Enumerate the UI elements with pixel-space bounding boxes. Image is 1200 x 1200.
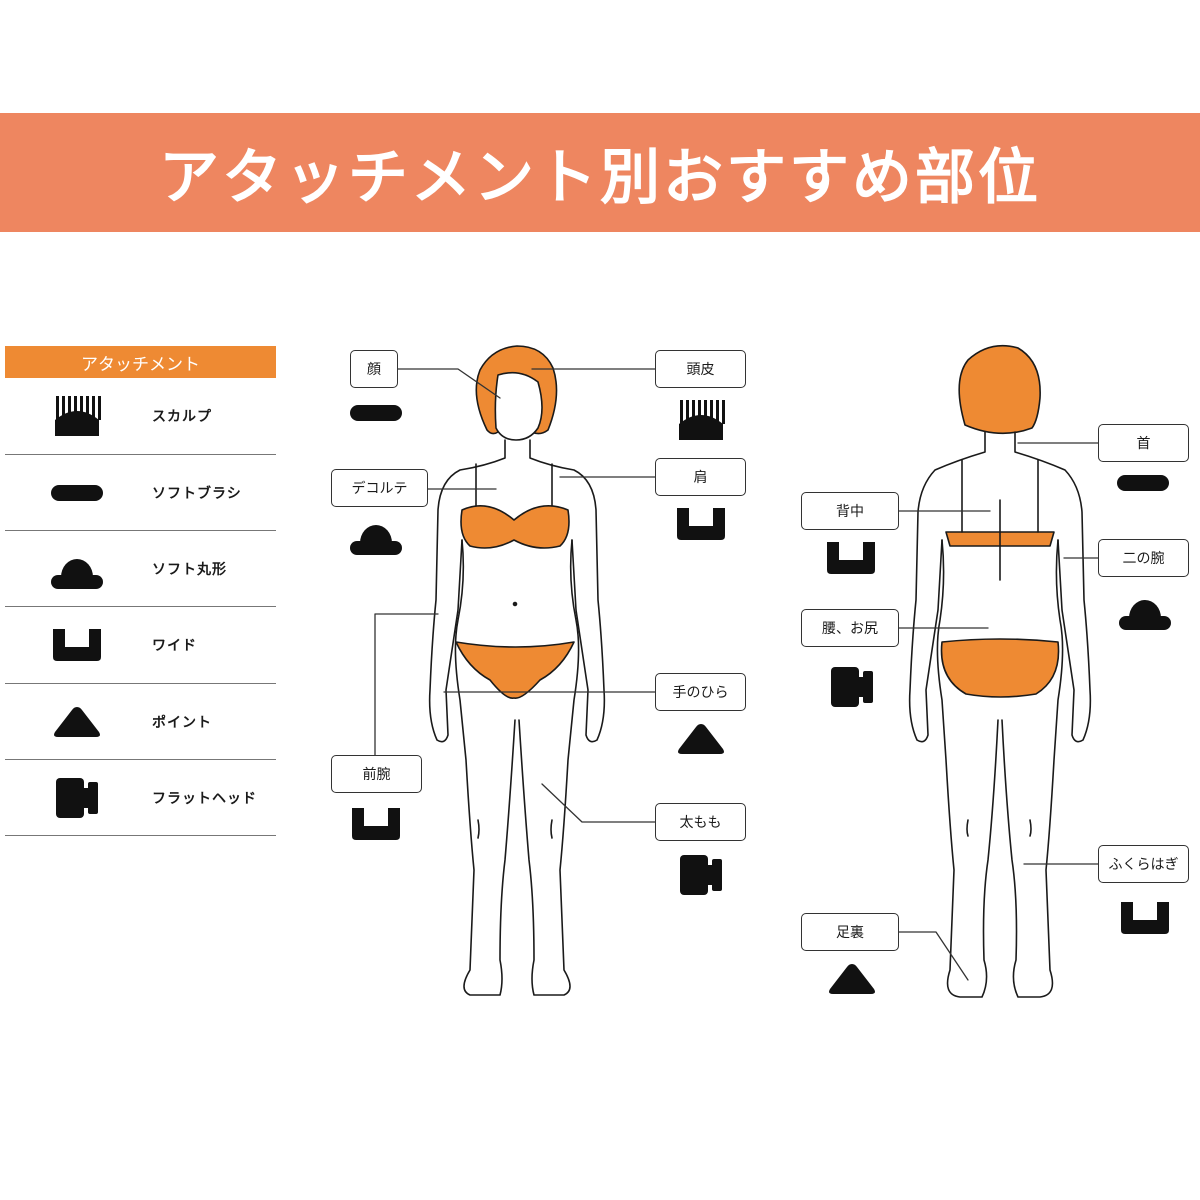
leader-lines [374,368,1099,981]
label-back: 背中 [801,492,899,530]
soft-round-icon [350,515,402,555]
label-waist-hip: 腰、お尻 [801,609,899,647]
soft-brush-icon [350,405,402,421]
label-upper-arm: 二の腕 [1098,539,1189,577]
label-thigh: 太もも [655,803,746,841]
label-calf: ふくらはぎ [1098,845,1189,883]
scalp-comb-icon [677,400,725,440]
legend-item-flat-head: フラットヘッド [5,760,276,836]
front-figure [428,345,606,996]
legend-label: スカルプ [152,409,212,425]
legend-item-soft-brush: ソフトブラシ [5,455,276,531]
attachment-legend: アタッチメント スカルプ ソフトブラシ ソフト丸形 ワイド ポイント フラットヘ… [5,346,276,836]
label-neck: 首 [1098,424,1189,462]
legend-item-scalp: スカルプ [5,378,276,455]
flat-head-icon [680,855,722,895]
back-figure [908,344,1092,998]
title-banner: アタッチメント別おすすめ部位 [0,113,1200,232]
point-icon [828,962,876,996]
wide-icon [352,808,400,840]
label-scalp: 頭皮 [655,350,746,388]
wide-icon [677,508,725,540]
soft-round-icon [1119,590,1171,630]
wide-icon [1121,902,1169,934]
soft-brush-icon [1117,475,1169,491]
legend-label: ソフトブラシ [152,485,242,502]
label-face: 顔 [350,350,398,388]
legend-item-point: ポイント [5,684,276,760]
point-icon [677,722,725,756]
label-forearm: 前腕 [331,755,422,793]
label-sole: 足裏 [801,913,899,951]
legend-item-soft-round: ソフト丸形 [5,531,276,607]
label-palm: 手のひら [655,673,746,711]
wide-icon [827,542,875,574]
label-decollete: デコルテ [331,469,428,507]
legend-item-wide: ワイド [5,607,276,684]
page-title: アタッチメント別おすすめ部位 [159,143,1041,213]
flat-head-icon [831,667,873,707]
label-shoulder: 肩 [655,458,746,496]
legend-header: アタッチメント [5,346,276,378]
legend-label: フラットヘッド [152,790,257,807]
legend-label: ソフト丸形 [152,561,227,578]
legend-label: ポイント [152,714,212,731]
legend-label: ワイド [152,638,197,654]
